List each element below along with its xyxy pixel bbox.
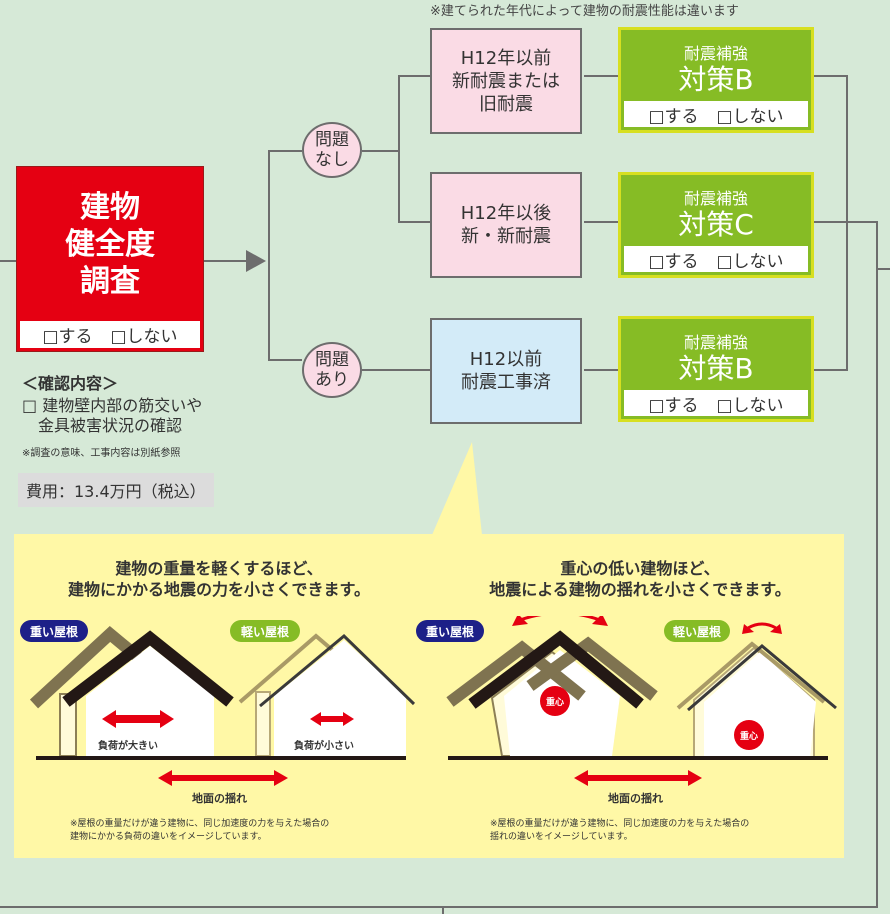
right-panel-title: 重心の低い建物ほど、 地震による建物の揺れを小さくできます。 [489,559,791,599]
load-big-label: 負荷が大きい [98,741,158,752]
connector [878,268,890,270]
load-arrow-icon [310,712,354,726]
heavy-roof-house-illustration [30,626,234,757]
measure-small-label: 耐震補強 [683,44,748,63]
survey-box: 建物 健全度 調査 □する □しない [16,166,204,352]
connector [442,906,444,914]
ground-shake-arrow-icon [574,770,702,786]
connector [814,75,848,77]
center-of-gravity-high: 重心 [540,686,570,716]
measure-check-dont[interactable]: □しない [716,251,784,272]
measure-check-dont[interactable]: □しない [716,395,784,416]
measure-small-label: 耐震補強 [683,189,748,208]
result-problem: 問題 あり [302,342,362,398]
measure-check-dont[interactable]: □しない [716,106,784,127]
connector [362,369,430,371]
connector [876,221,878,908]
confirm-item: □ 建物壁内部の筋交いや 金具被害状況の確認 [22,396,203,435]
connector [584,369,618,371]
left-panel-title: 建物の重量を軽くするほど、 建物にかかる地震の力を小さくできます。 [68,559,370,599]
left-footnote: ※屋根の重量だけが違う建物に、同じ加速度の力を与えた場合の 建物にかかる負荷の違… [70,819,330,842]
connector [398,75,400,222]
light-roof-label: 軽い屋根 [230,620,300,642]
connector [846,75,848,371]
era-box-retrofitted: H12以前 耐震工事済 [430,318,582,424]
heavy-roof-label: 重い屋根 [20,620,88,642]
connector [268,150,302,152]
ground-line [448,756,828,760]
ground-shake-label: 地面の揺れ [608,792,663,805]
result-no-problem: 問題 なし [302,122,362,178]
era-box-post-h12: H12年以後 新・新耐震 [430,172,582,278]
confirm-note: ※調査の意味、工事内容は別紙参照 [22,448,181,459]
right-footnote: ※屋根の重量だけが違う建物に、同じ加速度の力を与えた場合の 揺れの違いをイメージ… [490,819,750,842]
confirm-title: ＜確認内容＞ [22,374,119,393]
era-box-pre-h12: H12年以前 新耐震または 旧耐震 [430,28,582,134]
survey-checkbox-row: □する □しない [20,321,200,348]
connector [268,359,302,361]
heavy-roof-label: 重い屋根 [416,620,484,642]
flow-arrow-icon [246,250,266,272]
ground-shake-label: 地面の揺れ [192,792,247,805]
era-note: ※建てられた年代によって建物の耐震性能は違います [430,4,739,19]
measure-check-do[interactable]: □する [648,395,699,416]
measure-checkbox-row: □する □しない [624,101,808,127]
connector [398,75,430,77]
measure-box-b-bottom: 耐震補強 対策B □する □しない [618,316,814,422]
survey-check-do[interactable]: □する [42,327,93,347]
measure-small-label: 耐震補強 [683,333,748,352]
measure-box-b-top: 耐震補強 対策B □する □しない [618,27,814,133]
ground-line [36,756,406,760]
measure-checkbox-row: □する □しない [624,390,808,416]
connector [0,260,16,262]
explanation-panel: 建物の重量を軽くするほど、 建物にかかる地震の力を小さくできます。 重心の低い建… [14,534,844,858]
measure-check-do[interactable]: □する [648,251,699,272]
connector [362,150,398,152]
measure-checkbox-row: □する □しない [624,246,808,272]
connector [204,260,248,262]
connector [584,75,618,77]
connector [584,221,618,223]
connector [398,221,430,223]
callout-pointer [432,442,482,535]
center-of-gravity-low: 重心 [734,720,764,750]
connector [268,150,270,360]
measure-big-label: 対策B [678,352,754,385]
load-arrow-icon [102,710,174,728]
connector [814,369,848,371]
connector [814,221,878,223]
light-roof-label: 軽い屋根 [664,620,730,642]
survey-check-dont[interactable]: □しない [110,327,178,347]
measure-big-label: 対策B [678,63,754,96]
measure-big-label: 対策C [678,208,754,241]
light-roof-house-illustration [238,633,416,757]
measure-check-do[interactable]: □する [648,106,699,127]
load-small-label: 負荷が小さい [294,741,354,752]
measure-box-c: 耐震補強 対策C □する □しない [618,172,814,278]
connector [0,906,878,908]
light-roof-swaying-house-illustration [676,622,837,759]
cost-badge: 費用：13.4万円（税込） [18,473,214,507]
ground-shake-arrow-icon [158,770,288,786]
survey-title: 建物 健全度 調査 [65,190,155,299]
